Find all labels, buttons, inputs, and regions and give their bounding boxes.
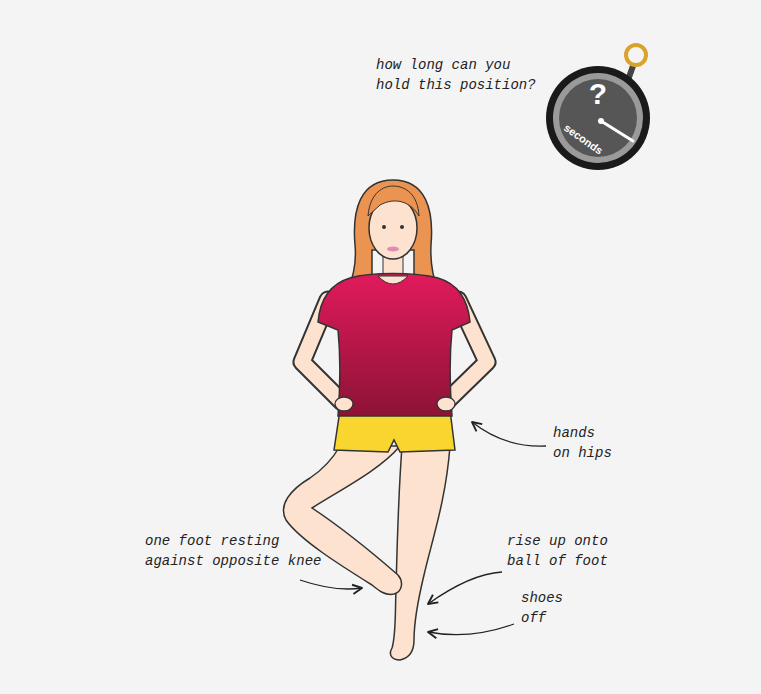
hand	[335, 397, 353, 411]
shirt	[318, 274, 470, 417]
bent-leg	[283, 446, 401, 594]
eye	[382, 225, 386, 229]
leader-arrows	[300, 422, 546, 635]
stopwatch-hand	[601, 121, 633, 141]
leader-arrow	[300, 580, 362, 589]
eye	[400, 225, 404, 229]
stopwatch-crown	[626, 45, 646, 80]
leader-arrow	[428, 572, 502, 604]
callout-note: shoes off	[521, 588, 567, 628]
callout-note: one foot resting against opposite knee	[145, 531, 326, 571]
hand	[437, 397, 455, 411]
callout-note: rise up onto ball of foot	[507, 531, 612, 571]
neckline	[378, 276, 408, 284]
lips	[387, 246, 399, 251]
stopwatch-rim	[546, 66, 650, 170]
leader-arrow	[428, 624, 514, 635]
stopwatch-face: ?seconds	[545, 65, 651, 171]
stopwatch-pivot	[598, 118, 604, 124]
woman-figure	[283, 180, 487, 660]
crown-ring	[626, 45, 646, 65]
callout-note: hands on hips	[553, 423, 616, 463]
question-mark: ?	[545, 77, 651, 112]
hair-fringe	[368, 186, 419, 216]
standing-leg	[390, 446, 450, 660]
question-note: how long can you hold this position?	[376, 55, 540, 95]
leader-arrow	[472, 422, 546, 446]
